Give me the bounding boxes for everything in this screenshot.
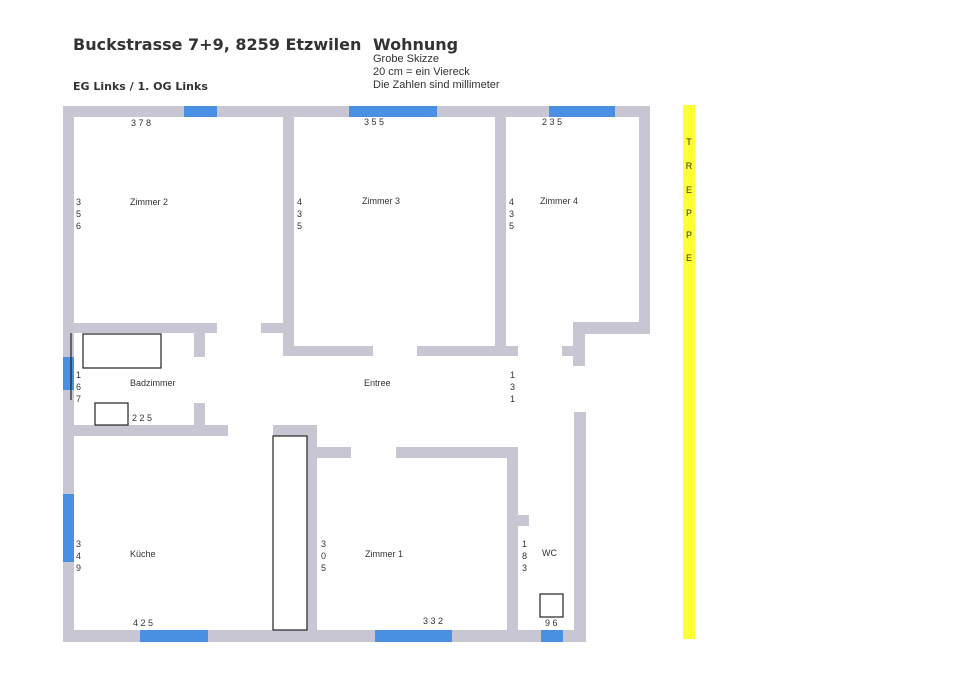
wall [573,322,650,334]
dim-digit: 3 [76,539,81,549]
page-title: Wohnung [373,35,459,54]
wall [63,323,217,333]
window [184,106,217,117]
dim-z2-height: 3 5 6 [76,197,81,231]
bathtub [82,333,162,369]
dim-digit: 1 [510,370,515,380]
fixtures [82,333,564,631]
dim-digit: 4 [297,197,302,207]
room-label-zimmer3: Zimmer 3 [362,196,400,206]
wall [573,322,585,366]
dim-digit: 1 [510,394,515,404]
note-sketch: Grobe Skizze [373,53,440,65]
stair-letter: P [686,230,692,240]
window [63,357,74,390]
dim-digit: 1 [76,370,81,380]
dim-z1-width: 3 3 2 [423,616,443,626]
dim-kueche-width: 4 2 5 [133,618,153,628]
room-label-entree: Entree [364,378,391,388]
staircase-bar [683,105,695,639]
room-label-zimmer4: Zimmer 4 [540,196,578,206]
room-label-kueche: Küche [130,549,156,559]
walls [63,106,650,642]
stair-letter: R [686,161,693,171]
dim-digit: 5 [321,563,326,573]
dim-digit: 5 [297,221,302,231]
kitchen-counter [272,435,308,631]
room-label-wc: WC [542,548,557,558]
dim-wc-width: 9 6 [545,618,558,628]
dim-bad-width: 2 2 5 [132,413,152,423]
dim-digit: 5 [76,209,81,219]
dim-bad-height: 1 6 7 [76,370,81,404]
dim-digit: 5 [509,221,514,231]
wall [507,447,518,642]
window [549,106,615,117]
dim-digit: 4 [76,551,81,561]
stair-letter: T [686,137,692,147]
room-label-zimmer1: Zimmer 1 [365,549,403,559]
dim-digit: 9 [76,563,81,573]
stair-letter: E [686,185,692,195]
dim-z1-height: 3 0 5 [321,539,326,573]
wall [507,515,529,526]
note-scale: 20 cm = ein Viereck [373,66,470,78]
window [140,630,208,642]
dim-z2-width: 3 7 8 [131,118,151,128]
dim-digit: 3 [76,197,81,207]
wall [417,346,518,356]
wall [495,106,506,356]
dim-digit: 3 [321,539,326,549]
dim-wc-height: 1 8 3 [522,539,527,573]
window [349,106,437,117]
wall [283,346,373,356]
dim-digit: 6 [76,221,81,231]
dim-z3-height: 4 3 5 [297,197,302,231]
address-heading: Buckstrasse 7+9, 8259 Etzwilen [73,35,362,54]
dim-digit: 7 [76,394,81,404]
stair-letter: E [686,253,692,263]
staircase-letters: T R E P P E [686,137,693,263]
dim-digit: 3 [510,382,515,392]
dim-z4-height: 4 3 5 [509,197,514,231]
dim-digit: 0 [321,551,326,561]
room-label-badzimmer: Badzimmer [130,378,176,388]
wall [306,425,317,642]
dim-digit: 3 [297,209,302,219]
wall [396,447,518,458]
wall [261,323,294,333]
wall [306,447,351,458]
wall [562,346,585,356]
wall [574,412,586,642]
floor-label: EG Links / 1. OG Links [73,80,208,93]
dim-digit: 3 [522,563,527,573]
dim-z4-width: 2 3 5 [542,117,562,127]
sink [94,402,129,426]
stair-letter: P [686,208,692,218]
wall [283,106,294,356]
dim-digit: 1 [522,539,527,549]
window [541,630,563,642]
wall [273,425,317,436]
note-units: Die Zahlen sind millimeter [373,79,500,91]
window [375,630,452,642]
dim-entree-height: 1 3 1 [510,370,515,404]
toilet [539,593,564,618]
dim-digit: 6 [76,382,81,392]
wall [63,425,228,436]
window [63,494,74,562]
wall [194,333,205,357]
room-label-zimmer2: Zimmer 2 [130,197,168,207]
dim-digit: 8 [522,551,527,561]
dim-digit: 3 [509,209,514,219]
dim-z3-width: 3 5 5 [364,117,384,127]
dim-kueche-height: 3 4 9 [76,539,81,573]
wall [194,403,205,436]
windows [63,106,615,642]
dim-digit: 4 [509,197,514,207]
wall [639,106,650,334]
